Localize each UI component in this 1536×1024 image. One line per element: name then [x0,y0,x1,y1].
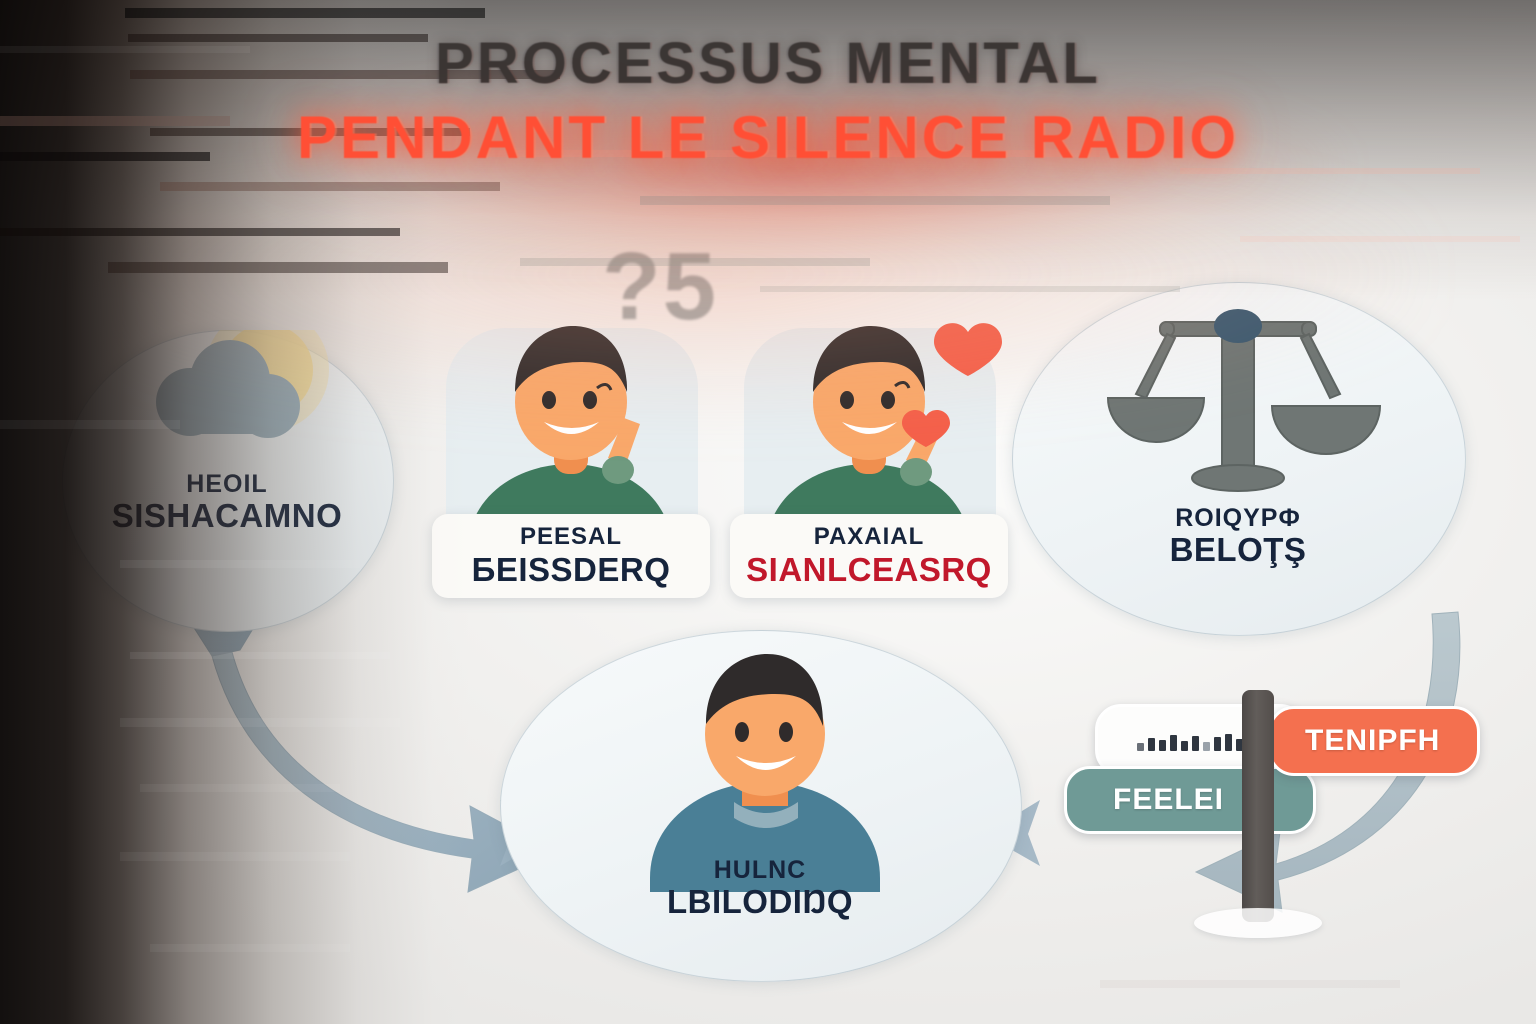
signpost-orange-sign[interactable]: TENIPFH [1268,706,1480,776]
caption-line-2: БEISSDERQ [471,551,671,588]
signal-bars-icon [1136,729,1265,751]
signpost-teal-sign[interactable]: FEELEI [1064,766,1316,834]
signpost-teal-label: FEELEI [1113,783,1225,816]
caption-line-2: BELOŢŞ [1169,531,1307,568]
person-blue-shirt-icon [650,654,880,892]
caption-line-1: ROIQYPФ [1175,504,1301,532]
caption-line-1: HEOIL [186,470,268,498]
signpost-orange-label: TENIPFH [1305,724,1441,757]
node-left-circle[interactable]: HEOIL SISHACAMNO [62,330,394,632]
page-title-line-1: PROCESSUS MENTAL [435,31,1101,96]
caption-line-1: PAXAIAL [813,523,925,550]
caption-line-1: HULNC [713,856,807,884]
caption-line-2: SIANLCEASRQ [746,551,992,588]
signpost-base [1194,908,1322,938]
node-card-two-label: PEESAL БEISSDERQ [432,514,710,598]
node-left-circle-caption: HEOIL SISHACAMNO [62,470,392,535]
signpost-pole [1242,690,1274,922]
node-bottom-circle-caption: HULNC LBILODIŊQ [500,856,1020,921]
node-right-circle[interactable]: ROIQYPФ BELOŢŞ [1012,282,1466,636]
node-card-two[interactable]: PEESAL БEISSDERQ [432,300,710,612]
caption-line-2: SISHACAMNO [111,497,343,534]
node-right-circle-caption: ROIQYPФ BELOŢŞ [1012,504,1464,569]
node-card-three[interactable]: PAXAIAL SIANLCEASRQ [730,300,1008,612]
node-bottom-circle[interactable]: HULNC LBILODIŊQ [500,630,1022,982]
balance-scale-icon [1106,309,1382,492]
headline: PROCESSUS MENTAL PENDANT LE SILENCE RADI… [0,30,1536,172]
ghost-number-artifact: ?5 [602,233,719,340]
caption-line-1: PEESAL [519,523,623,550]
caption-line-2: LBILODIŊQ [666,883,854,920]
page-title-line-2: PENDANT LE SILENCE RADIO [296,104,1240,171]
signpost[interactable]: FEELEI TENIPFH [1060,680,1480,960]
node-card-three-label: PAXAIAL SIANLCEASRQ [730,514,1008,598]
